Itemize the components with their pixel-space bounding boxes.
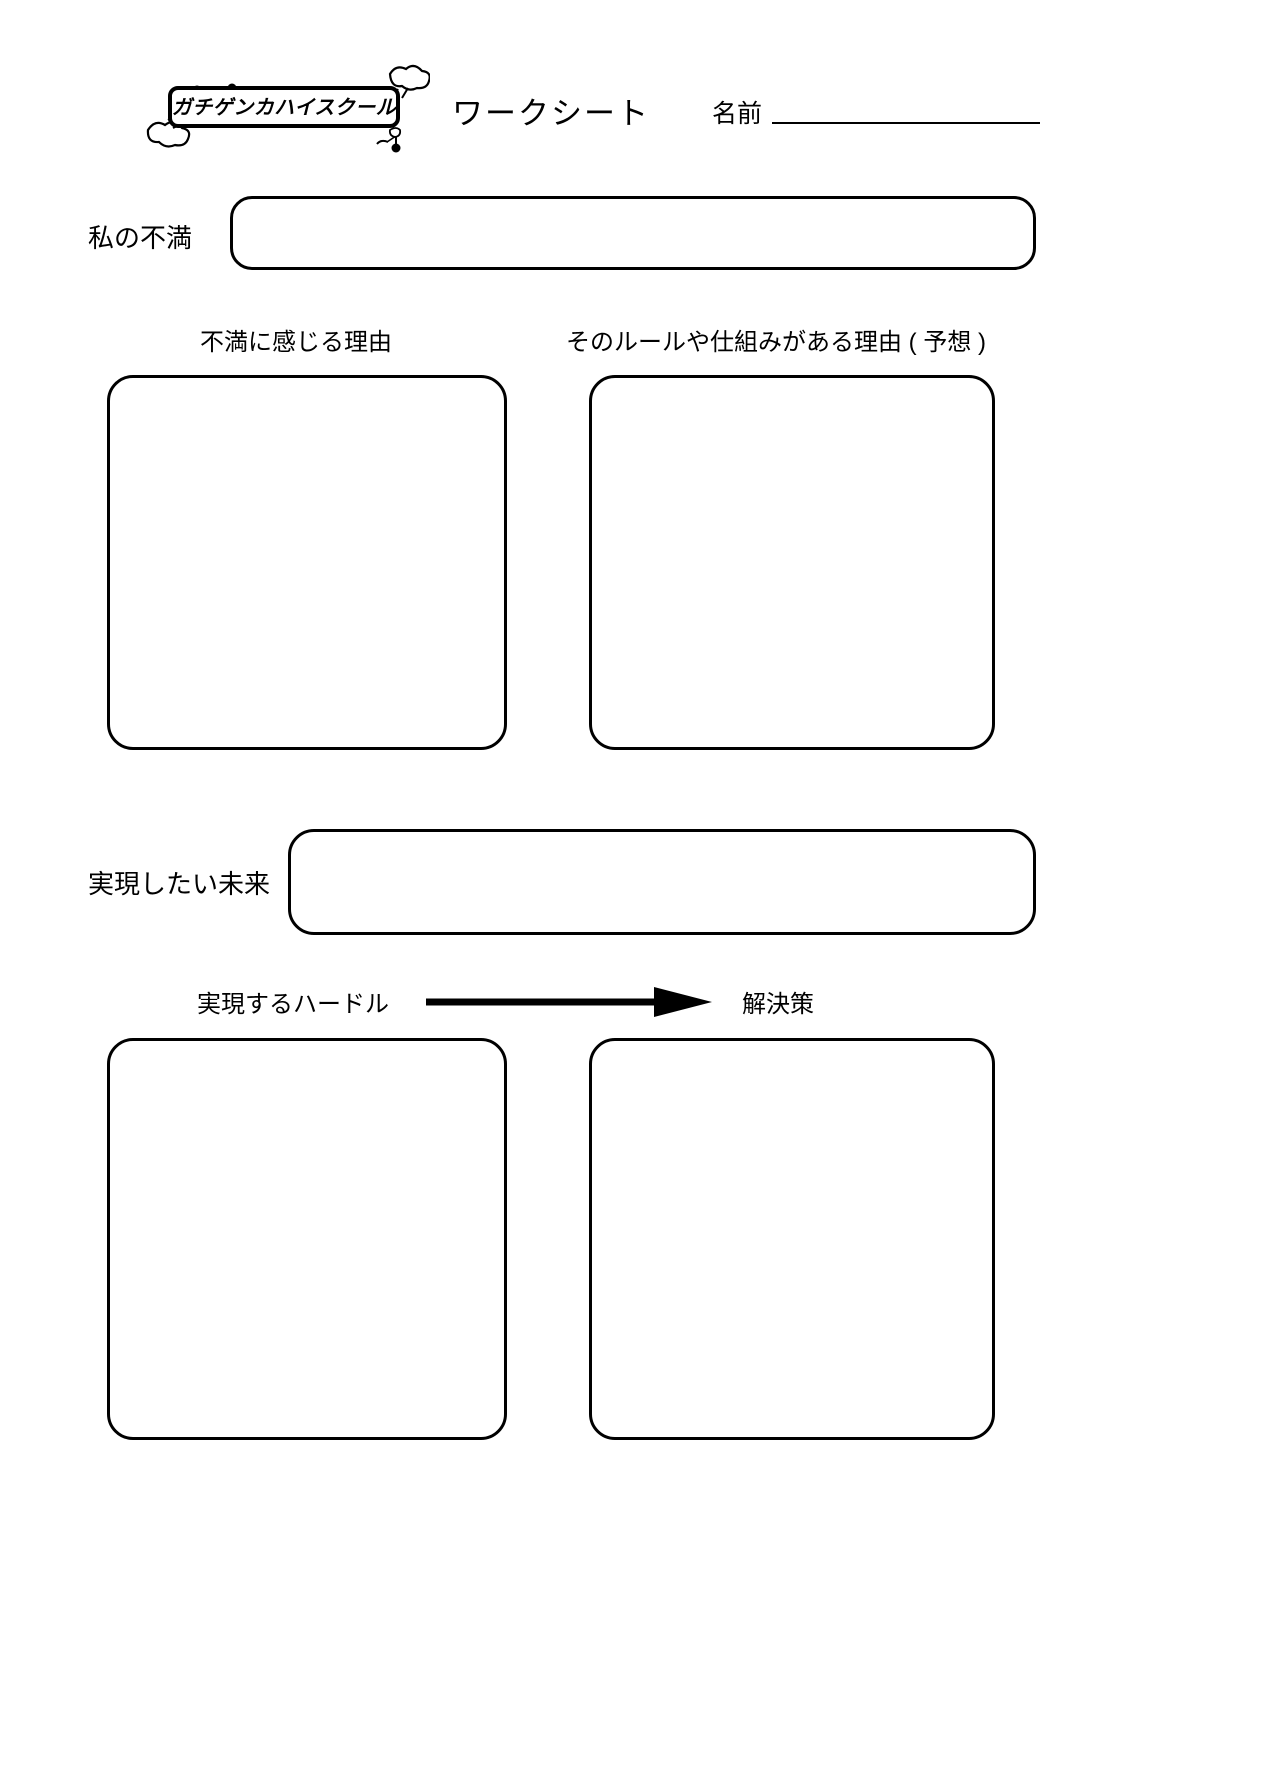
right-arrow-icon [426, 987, 712, 1017]
solution-header: 解決策 [742, 991, 814, 1018]
name-label: 名前 [712, 100, 763, 128]
reason-rule-input-box[interactable] [589, 375, 995, 750]
school-logo-box: ガチゲンカハイスクール [168, 86, 400, 128]
reason-feel-input-box[interactable] [107, 375, 507, 750]
school-logo: ガチゲンカハイスクール [140, 56, 430, 156]
complaint-input-box[interactable] [230, 196, 1036, 270]
page-header: ガチゲンカハイスクール ワークシート 名前 [0, 50, 1276, 160]
future-label: 実現したい未来 [88, 869, 271, 899]
name-input-line[interactable] [772, 122, 1040, 124]
hurdle-header: 実現するハードル [197, 991, 389, 1018]
reason-rule-header: そのルールや仕組みがある理由 ( 予想 ) [566, 329, 986, 356]
hurdle-to-solution-arrow [422, 985, 714, 1019]
worksheet-title: ワークシート [452, 96, 650, 131]
future-input-box[interactable] [288, 829, 1036, 935]
hurdle-input-box[interactable] [107, 1038, 507, 1440]
reason-feel-header: 不満に感じる理由 [200, 329, 392, 356]
school-logo-text: ガチゲンカハイスクール [171, 95, 397, 119]
solution-input-box[interactable] [589, 1038, 995, 1440]
complaint-label: 私の不満 [88, 223, 193, 253]
